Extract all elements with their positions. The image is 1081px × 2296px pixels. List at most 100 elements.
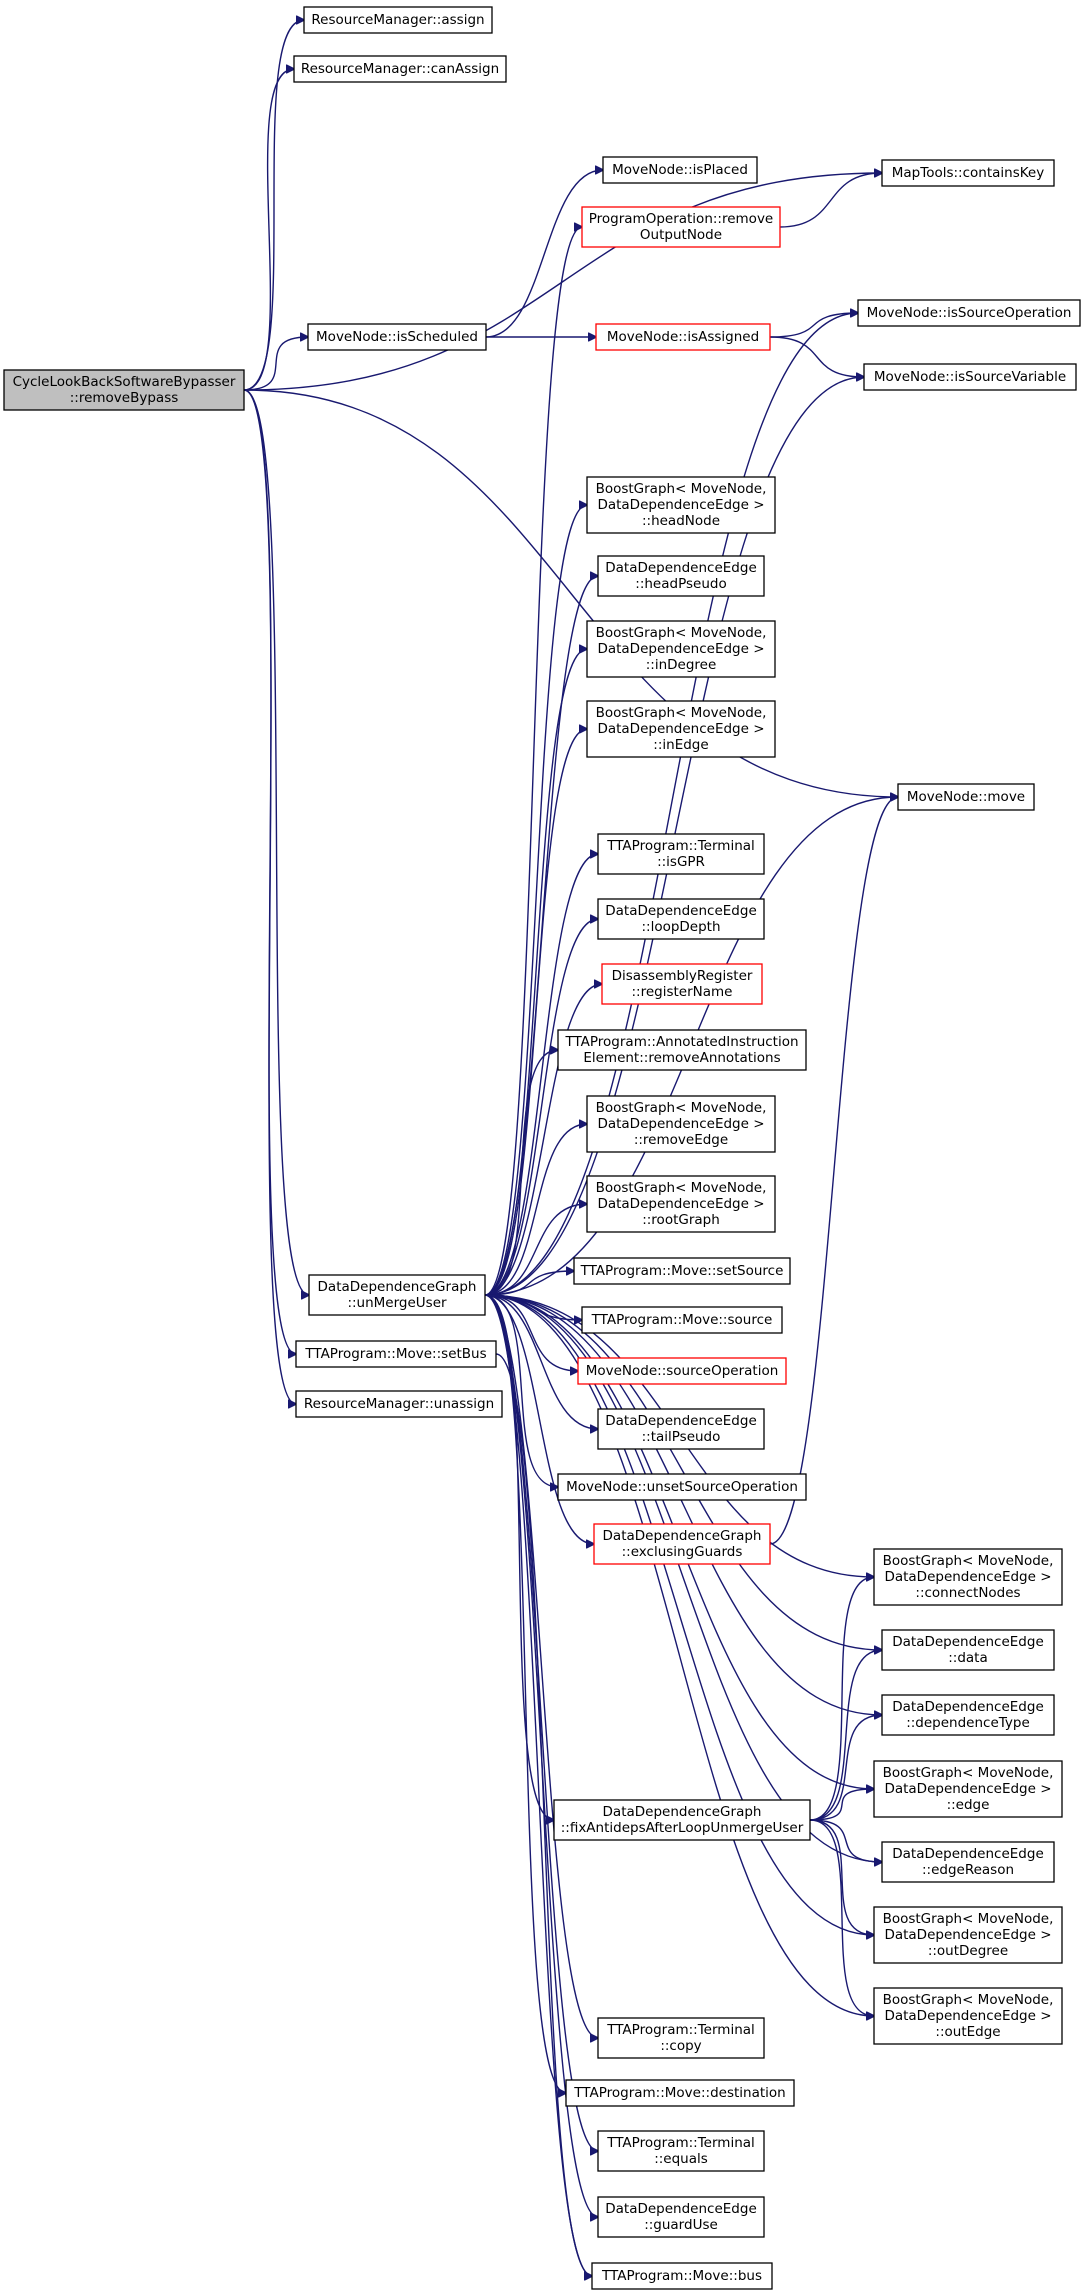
node-box [863, 363, 1077, 391]
edge-root-to-rm-unassign [243, 389, 296, 1404]
node-tta-term-equals[interactable]: TTAProgram::Terminal::equals [597, 2130, 765, 2172]
node-dde-edgereason[interactable]: DataDependenceEdge::edgeReason [881, 1841, 1055, 1883]
node-rm-unassign[interactable]: ResourceManager::unassign [295, 1390, 503, 1418]
edge-ddg-fixanti-to-dde-deptype [809, 1715, 882, 1821]
edge-ddg-fixanti-to-bg-edge [809, 1789, 874, 1821]
node-label-line: ::exclusingGuards [622, 1544, 743, 1560]
node-box [581, 206, 781, 248]
node-label-line: BoostGraph< MoveNode, [883, 1992, 1054, 2008]
node-label-line: TTAProgram::Move::setSource [580, 1263, 784, 1279]
node-tta-move-bus[interactable]: TTAProgram::Move::bus [591, 2262, 773, 2290]
node-mt-containskey[interactable]: MapTools::containsKey [881, 159, 1055, 187]
edge-root-to-mt-containskey [243, 173, 882, 391]
node-mn-isassigned[interactable]: MoveNode::isAssigned [595, 323, 771, 351]
node-box [881, 1694, 1055, 1736]
edge-ddg-fixanti-to-bg-outdegree [809, 1819, 874, 1935]
node-bg-outdegree[interactable]: BoostGraph< MoveNode,DataDependenceEdge … [873, 1906, 1063, 1964]
node-box [3, 369, 245, 411]
node-tta-annot[interactable]: TTAProgram::AnnotatedInstructionElement:… [557, 1029, 807, 1071]
node-bg-inedge[interactable]: BoostGraph< MoveNode,DataDependenceEdge … [586, 700, 776, 758]
node-dr-registername[interactable]: DisassemblyRegister::registerName [601, 963, 763, 1005]
node-tta-move-source[interactable]: TTAProgram::Move::source [581, 1306, 783, 1334]
node-dde-headpseudo[interactable]: DataDependenceEdge::headPseudo [597, 555, 765, 597]
node-label-line: ::inEdge [653, 737, 708, 753]
node-tta-term-copy[interactable]: TTAProgram::Terminal::copy [597, 2017, 765, 2059]
node-box [597, 2130, 765, 2172]
node-mn-isscheduled[interactable]: MoveNode::isScheduled [307, 323, 487, 351]
node-bg-edge[interactable]: BoostGraph< MoveNode,DataDependenceEdge … [873, 1760, 1063, 1818]
node-dde-tailpseudo[interactable]: DataDependenceEdge::tailPseudo [597, 1408, 765, 1450]
node-label-line: ::edgeReason [922, 1862, 1014, 1878]
node-label-line: ProgramOperation::remove [589, 211, 774, 227]
node-label-line: BoostGraph< MoveNode, [596, 481, 767, 497]
node-ddg-fixanti[interactable]: DataDependenceGraph::fixAntidepsAfterLoo… [553, 1799, 811, 1841]
node-label-line: DataDependenceEdge > [597, 721, 764, 737]
node-dde-deptype[interactable]: DataDependenceEdge::dependenceType [881, 1694, 1055, 1736]
node-dde-loopdepth[interactable]: DataDependenceEdge::loopDepth [597, 898, 765, 940]
edge-ddg-unmerge-to-bg-rootgraph [484, 1204, 587, 1296]
edge-ddg-unmerge-to-bg-outedge [484, 1294, 874, 2016]
node-label-line: DataDependenceEdge > [597, 1196, 764, 1212]
node-bg-connectnodes[interactable]: BoostGraph< MoveNode,DataDependenceEdge … [873, 1548, 1063, 1606]
edge-tta-move-setbus-to-tta-move-bus [495, 1353, 592, 2276]
node-label-line: TTAProgram::Move::bus [601, 2268, 762, 2284]
node-root[interactable]: CycleLookBackSoftwareBypasser::removeByp… [3, 369, 245, 411]
node-label-line: TTAProgram::Terminal [606, 838, 755, 854]
edge-mn-isassigned-to-mn-issourcevar [769, 336, 864, 377]
node-box [597, 898, 765, 940]
node-mn-move[interactable]: MoveNode::move [897, 783, 1035, 811]
node-dde-guarduse[interactable]: DataDependenceEdge::guardUse [597, 2196, 765, 2238]
node-mn-issourcevar[interactable]: MoveNode::isSourceVariable [863, 363, 1077, 391]
node-dde-data[interactable]: DataDependenceEdge::data [881, 1629, 1055, 1671]
node-label-line: OutputNode [640, 227, 722, 243]
edge-ddg-unmerge-to-po-removeoutput [484, 227, 582, 1296]
node-box [295, 1340, 497, 1368]
node-bg-rootgraph[interactable]: BoostGraph< MoveNode,DataDependenceEdge … [586, 1175, 776, 1233]
node-label-line: CycleLookBackSoftwareBypasser [13, 374, 236, 390]
node-box [597, 2196, 765, 2238]
node-label-line: DataDependenceGraph [318, 1279, 477, 1295]
edge-ddg-unmerge-to-dde-deptype [484, 1294, 882, 1715]
node-label-line: MapTools::containsKey [892, 165, 1044, 181]
node-label-line: ::outDegree [928, 1943, 1008, 1959]
node-label-line: DataDependenceEdge > [597, 641, 764, 657]
node-label-line: ResourceManager::canAssign [301, 61, 499, 77]
node-tta-move-dest[interactable]: TTAProgram::Move::destination [565, 2079, 795, 2107]
node-label-line: BoostGraph< MoveNode, [883, 1765, 1054, 1781]
node-bg-outedge[interactable]: BoostGraph< MoveNode,DataDependenceEdge … [873, 1987, 1063, 2045]
edge-root-to-mn-isscheduled [243, 337, 308, 391]
node-bg-removeedge[interactable]: BoostGraph< MoveNode,DataDependenceEdge … [586, 1095, 776, 1153]
node-box [557, 1473, 807, 1501]
node-rm-canassign[interactable]: ResourceManager::canAssign [293, 55, 507, 83]
node-bg-headnode[interactable]: BoostGraph< MoveNode,DataDependenceEdge … [586, 476, 776, 534]
node-tta-term-isgpr[interactable]: TTAProgram::Terminal::isGPR [597, 833, 765, 875]
edge-ddg-unmerge-to-dde-loopdepth [484, 919, 598, 1296]
node-label-line: ::guardUse [644, 2217, 718, 2233]
node-label-line: BoostGraph< MoveNode, [596, 1180, 767, 1196]
edge-ddg-unmerge-to-ddg-fixanti [484, 1294, 554, 1820]
node-tta-move-setbus[interactable]: TTAProgram::Move::setBus [295, 1340, 497, 1368]
node-mn-sourceop[interactable]: MoveNode::sourceOperation [577, 1357, 787, 1385]
node-mn-unsetsourceop[interactable]: MoveNode::unsetSourceOperation [557, 1473, 807, 1501]
edge-ddg-unmerge-to-bg-indegree [484, 649, 587, 1296]
node-label-line: ResourceManager::assign [311, 12, 484, 28]
node-box [293, 55, 507, 83]
node-mn-isplaced[interactable]: MoveNode::isPlaced [602, 156, 758, 184]
nodes-layer: CycleLookBackSoftwareBypasser::removeByp… [3, 6, 1081, 2290]
edge-root-to-mn-move [243, 389, 898, 797]
node-label-line: DataDependenceEdge > [884, 2008, 1051, 2024]
node-tta-move-setsource[interactable]: TTAProgram::Move::setSource [573, 1257, 791, 1285]
node-label-line: Element::removeAnnotations [583, 1050, 780, 1066]
node-ddg-exclguards[interactable]: DataDependenceGraph::exclusingGuards [593, 1523, 771, 1565]
node-mn-issourceop[interactable]: MoveNode::isSourceOperation [857, 299, 1081, 327]
node-rm-assign[interactable]: ResourceManager::assign [303, 6, 493, 34]
node-label-line: DataDependenceEdge [605, 1413, 757, 1429]
node-box [881, 1629, 1055, 1671]
node-box [586, 1095, 776, 1153]
node-box [873, 1906, 1063, 1964]
node-ddg-unmerge[interactable]: DataDependenceGraph::unMergeUser [308, 1274, 486, 1316]
node-label-line: MoveNode::isSourceVariable [874, 369, 1066, 385]
node-box [873, 1987, 1063, 2045]
node-bg-indegree[interactable]: BoostGraph< MoveNode,DataDependenceEdge … [586, 620, 776, 678]
